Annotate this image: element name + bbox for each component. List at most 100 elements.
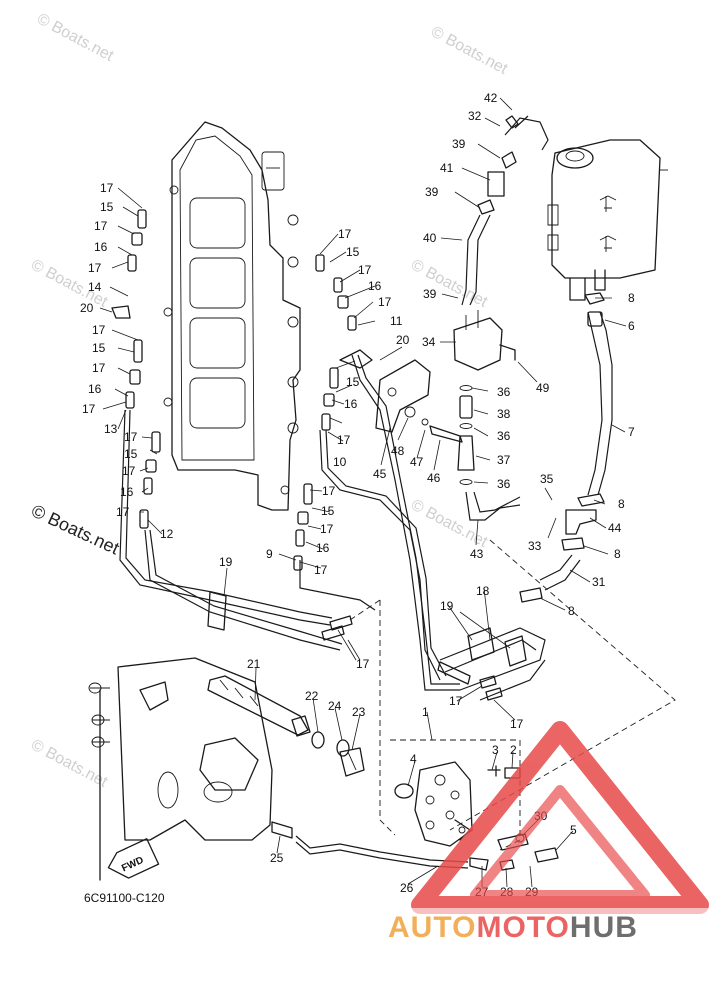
- callout-17: 17: [94, 219, 108, 233]
- callout-17: 17: [124, 430, 138, 444]
- callout-20: 20: [396, 333, 410, 347]
- callout-18: 18: [476, 584, 490, 598]
- svg-text:AUTOMOTOHUB: AUTOMOTOHUB: [388, 911, 638, 944]
- callout-17: 17: [449, 694, 463, 708]
- callout-32: 32: [468, 109, 482, 123]
- watermark: © Boats.net: [28, 737, 110, 792]
- callout-1: 1: [422, 705, 429, 719]
- fuel-lines: [119, 349, 460, 691]
- logo-triangle: [411, 721, 709, 914]
- vapor-separator-tank: [547, 139, 668, 301]
- callout-17: 17: [322, 484, 336, 498]
- callout-17: 17: [116, 505, 130, 519]
- callout-17: 17: [82, 402, 96, 416]
- callout-40: 40: [423, 231, 437, 245]
- callout-20: 20: [80, 301, 94, 315]
- callout-15: 15: [92, 341, 106, 355]
- callout-41: 41: [440, 161, 454, 175]
- callout-3: 3: [492, 743, 499, 757]
- callout-25: 25: [270, 851, 284, 865]
- diagram-code: 6C91100-C120: [84, 891, 165, 905]
- callout-19: 19: [440, 599, 454, 613]
- callout-24: 24: [328, 699, 342, 713]
- callout-16: 16: [368, 279, 382, 293]
- cylinder-block: [163, 121, 301, 511]
- automotohub-logo: AUTOMOTOHUB: [384, 721, 714, 944]
- leader-lines: [99, 97, 627, 888]
- callout-42: 42: [484, 91, 498, 105]
- callout-17: 17: [378, 295, 392, 309]
- callout-8: 8: [568, 604, 575, 618]
- callout-6: 6: [628, 319, 635, 333]
- callout-45: 45: [373, 467, 387, 481]
- callout-10: 10: [333, 455, 347, 469]
- callout-22: 22: [305, 689, 319, 703]
- callout-33: 33: [528, 539, 542, 553]
- logo-text-auto: AUTO: [388, 911, 476, 944]
- callout-17: 17: [358, 263, 372, 277]
- watermark: © Boats.net: [408, 257, 490, 312]
- callout-9: 9: [266, 547, 273, 561]
- logo-text-hub: HUB: [570, 911, 638, 944]
- lower-block: [88, 657, 273, 881]
- callout-36: 36: [497, 477, 511, 491]
- fuel-filter-column: [457, 385, 521, 521]
- callout-17: 17: [122, 464, 136, 478]
- callout-47: 47: [410, 455, 424, 469]
- hose-6-7: [519, 292, 613, 603]
- driveshaft-seals: [207, 675, 365, 777]
- callout-8: 8: [618, 497, 625, 511]
- callout-17: 17: [338, 227, 352, 241]
- callout-31: 31: [592, 575, 606, 589]
- callout-17: 17: [356, 657, 370, 671]
- callout-12: 12: [160, 527, 174, 541]
- callout-17: 17: [314, 563, 328, 577]
- callout-16: 16: [88, 382, 102, 396]
- callout-37: 37: [497, 453, 511, 467]
- callout-34: 34: [422, 335, 436, 349]
- fitting-stacks: [111, 209, 503, 701]
- watermark: © Boats.net: [428, 24, 510, 79]
- callout-48: 48: [391, 444, 405, 458]
- callout-5: 5: [570, 823, 577, 837]
- callout-49: 49: [536, 381, 550, 395]
- callout-21: 21: [247, 657, 261, 671]
- callout-2: 2: [510, 743, 517, 757]
- callout-46: 46: [427, 471, 441, 485]
- watermark: © Boats.net: [34, 11, 116, 66]
- callout-44: 44: [608, 521, 622, 535]
- callout-39: 39: [423, 287, 437, 301]
- callout-7: 7: [628, 425, 635, 439]
- callout-16: 16: [344, 397, 358, 411]
- callout-17: 17: [92, 323, 106, 337]
- callout-14: 14: [88, 280, 102, 294]
- callout-35: 35: [540, 472, 554, 486]
- callout-16: 16: [316, 541, 330, 555]
- callout-8: 8: [628, 291, 635, 305]
- callout-16: 16: [94, 240, 108, 254]
- callout-15: 15: [346, 245, 360, 259]
- callout-38: 38: [497, 407, 511, 421]
- callout-17: 17: [100, 181, 114, 195]
- logo-text-moto: MOTO: [476, 911, 569, 944]
- callout-39: 39: [452, 137, 466, 151]
- callout-17: 17: [88, 261, 102, 275]
- callout-15: 15: [124, 447, 138, 461]
- callout-36: 36: [497, 385, 511, 399]
- watermark-dark: © Boats.net: [28, 500, 122, 558]
- callout-19: 19: [219, 555, 233, 569]
- callout-15: 15: [321, 504, 335, 518]
- callout-15: 15: [346, 375, 360, 389]
- callout-17: 17: [510, 717, 524, 731]
- callout-23: 23: [352, 705, 366, 719]
- callout-26: 26: [400, 881, 414, 895]
- callout-43: 43: [470, 547, 484, 561]
- callout-15: 15: [100, 200, 114, 214]
- callout-11: 11: [390, 314, 403, 328]
- callout-17: 17: [337, 433, 351, 447]
- vent-hose-assembly: [461, 115, 549, 306]
- callout-39: 39: [425, 185, 439, 199]
- watermarks: © Boats.net © Boats.net © Boats.net © Bo…: [28, 11, 510, 792]
- callout-13: 13: [104, 422, 118, 436]
